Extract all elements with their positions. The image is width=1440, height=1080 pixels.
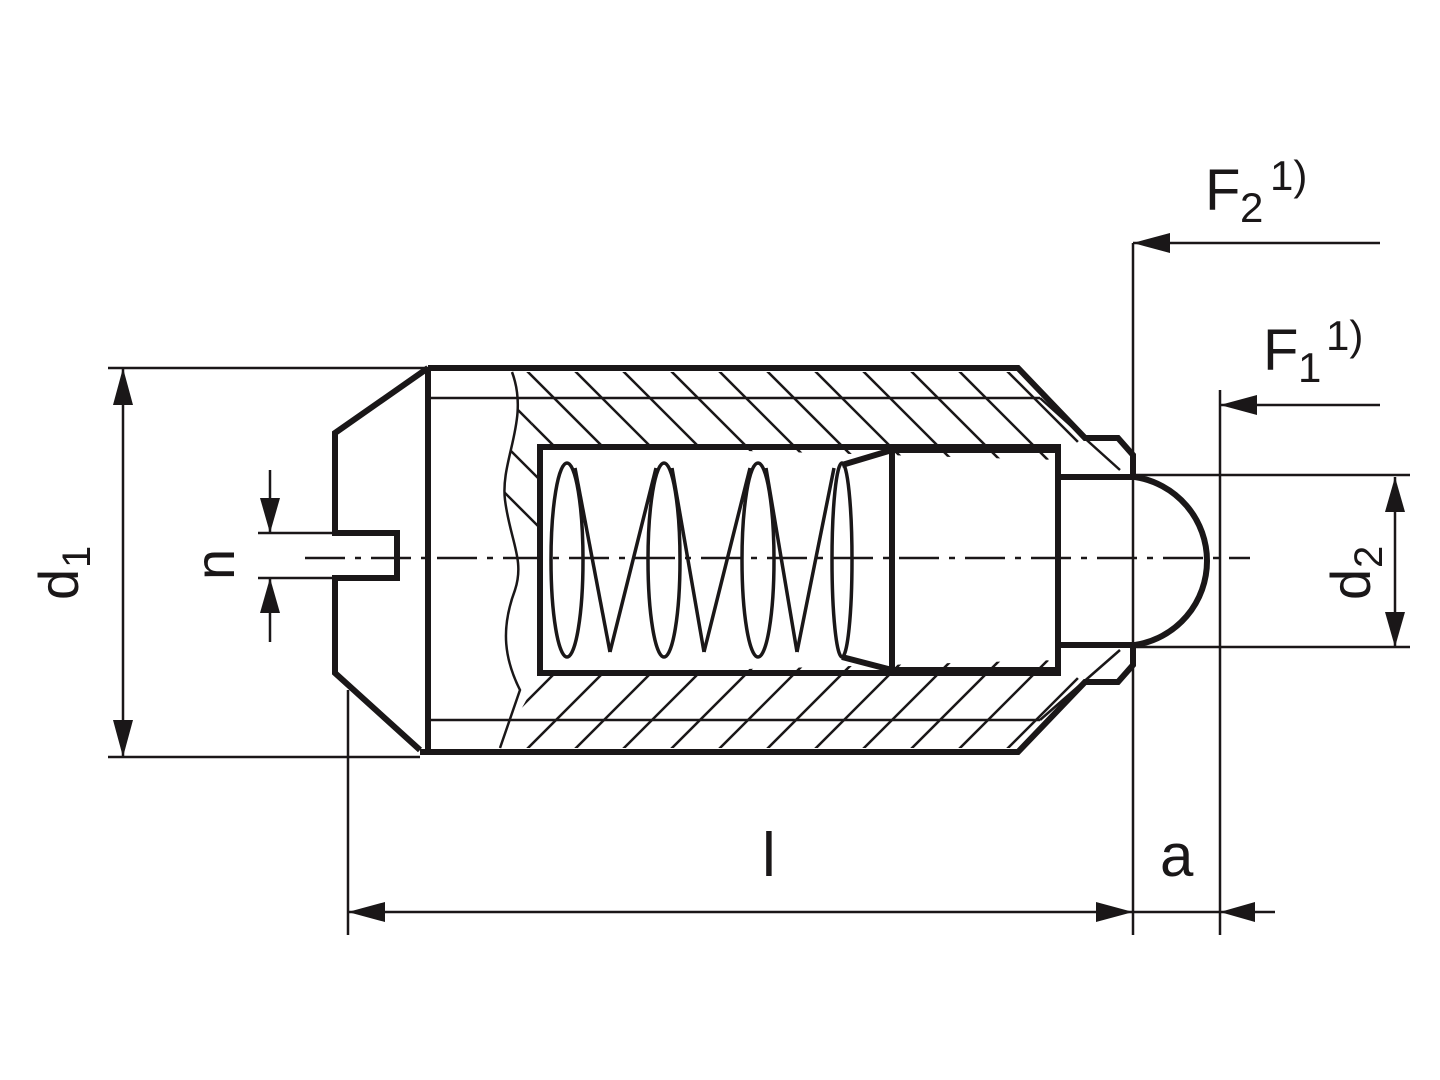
svg-text:1): 1) (1270, 152, 1307, 199)
hatch-line (1196, 660, 1288, 752)
hatch-line (1003, 660, 1080, 748)
spring (549, 461, 854, 659)
label-d2: d 2 (1319, 546, 1391, 600)
hatch-line (1003, 372, 1080, 460)
hatch-line (512, 372, 521, 460)
svg-text:d: d (27, 569, 90, 600)
svg-text:d: d (1319, 569, 1382, 600)
svg-text:F: F (1205, 158, 1240, 223)
label-n: n (183, 549, 246, 580)
svg-text:1): 1) (1326, 312, 1363, 359)
plunger-pin (841, 445, 1210, 674)
hatch-line (1196, 368, 1440, 752)
hatch-line (504, 372, 540, 690)
hatch-line (1148, 660, 1240, 752)
svg-text:F: F (1263, 318, 1298, 383)
label-d1: d 1 (27, 546, 99, 600)
hatch-line (1100, 368, 1192, 460)
label-a: a (1160, 822, 1194, 889)
svg-text:2: 2 (1240, 184, 1263, 231)
dimension-lines (108, 241, 1410, 935)
hatch-line (1148, 368, 1240, 460)
label-F2: F 2 1) (1205, 152, 1307, 231)
hatch-line (504, 372, 540, 690)
svg-text:2: 2 (1347, 546, 1391, 568)
hatch-line (500, 660, 521, 748)
svg-text:n: n (183, 549, 246, 580)
svg-text:1: 1 (1298, 344, 1321, 391)
dimension-arrows (113, 233, 1405, 922)
svg-text:1: 1 (55, 546, 99, 568)
label-l: l (762, 821, 776, 890)
hatch-line (1100, 660, 1192, 752)
label-F1: F 1 1) (1263, 312, 1363, 391)
